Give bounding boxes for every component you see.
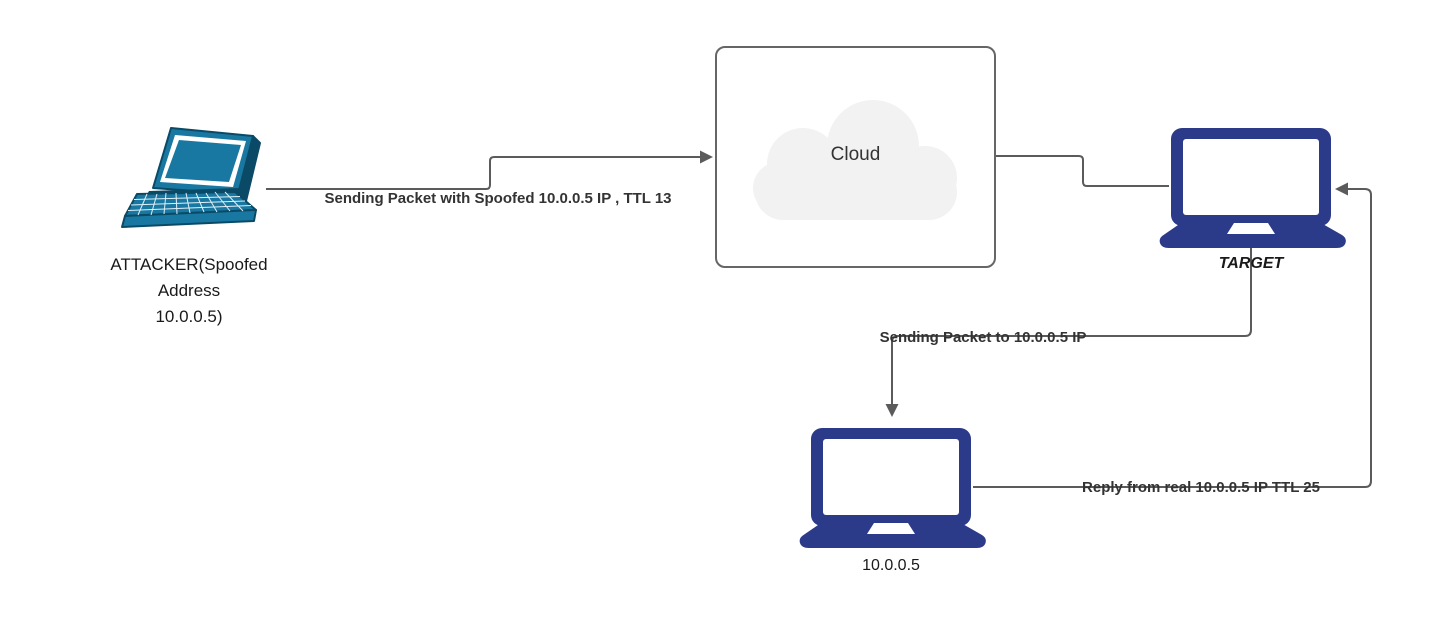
real-host-laptop-icon	[799, 428, 986, 548]
arrowhead-into-cloud	[700, 150, 713, 164]
real-host-label: 10.0.0.5	[862, 557, 920, 574]
attacker-label: ATTACKER(Spoofed Address 10.0.0.5)	[110, 255, 268, 326]
connector-realhost-to-target-reply	[973, 188, 1372, 488]
cloud-box: Cloud	[715, 46, 996, 268]
attacker-laptop-keyboard-grid	[127, 191, 252, 216]
attacker-laptop-icon	[121, 127, 261, 228]
arrowhead-into-realhost	[885, 404, 899, 417]
target-laptop-icon	[1159, 128, 1346, 248]
target-label: TARGET	[1218, 255, 1284, 272]
cloud-label: Cloud	[830, 144, 881, 165]
connector-attacker-to-cloud	[266, 156, 701, 190]
edge-label-spoofed-packet: Sending Packet with Spoofed 10.0.0.5 IP …	[324, 190, 672, 207]
arrowhead-into-target	[1335, 182, 1348, 196]
edge-label-reply-packet: Reply from real 10.0.0.5 IP TTL 25	[1082, 479, 1320, 496]
connector-target-to-realhost	[891, 248, 1252, 404]
edge-label-forward-packet: Sending Packet to 10.0.0.5 IP	[879, 329, 1087, 346]
connector-cloud-to-target	[996, 155, 1169, 187]
cloud-icon	[753, 100, 957, 220]
